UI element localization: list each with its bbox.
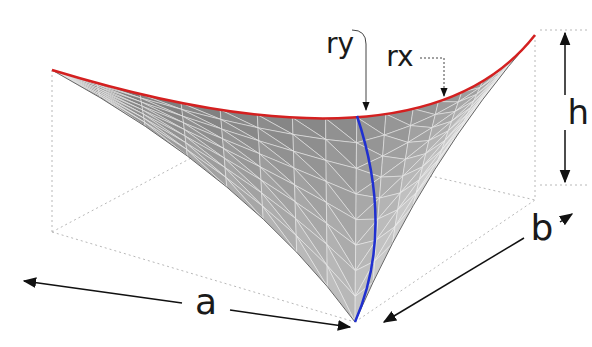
mesh-triangle xyxy=(416,160,438,193)
mesh-triangle xyxy=(296,235,327,286)
mesh-triangle xyxy=(411,115,436,128)
mesh-triangle xyxy=(186,143,226,178)
dimension-lines xyxy=(24,33,572,327)
bounding-box xyxy=(52,30,588,322)
mesh-triangle xyxy=(327,266,355,323)
mesh-triangle xyxy=(408,126,432,143)
mesh-triangle xyxy=(144,118,187,149)
curvature-label: ry xyxy=(326,30,354,58)
mesh-triangle xyxy=(442,121,465,150)
mesh-triangle xyxy=(381,156,405,177)
leader-lines xyxy=(352,30,444,110)
mesh-triangle xyxy=(326,117,357,143)
x-curve xyxy=(52,35,535,118)
mesh-triangle xyxy=(262,206,296,252)
mesh-triangle xyxy=(226,177,263,219)
mesh-triangle xyxy=(408,128,432,143)
mesh-triangle xyxy=(327,266,355,323)
surface-edge xyxy=(52,35,535,322)
mesh-triangle xyxy=(186,143,226,178)
mesh-triangle xyxy=(187,149,227,187)
mesh-triangle xyxy=(442,121,465,150)
dimension-label: h xyxy=(567,95,589,129)
mesh-triangle xyxy=(395,193,416,227)
mesh-triangle xyxy=(187,149,227,187)
mesh-triangle xyxy=(326,118,357,142)
mesh-triangle xyxy=(226,177,263,219)
dimension-label: a xyxy=(195,284,217,320)
mesh-triangle xyxy=(416,160,438,193)
mesh-triangle xyxy=(296,235,327,286)
mesh-triangle xyxy=(395,193,416,227)
y-curve xyxy=(355,116,376,322)
surface-mesh xyxy=(52,35,535,322)
mesh-triangle xyxy=(381,159,405,177)
mesh-triangle xyxy=(144,118,187,149)
dimension-label: b xyxy=(531,210,554,246)
mesh-triangle xyxy=(262,206,296,252)
curvature-label: rx xyxy=(386,43,413,71)
